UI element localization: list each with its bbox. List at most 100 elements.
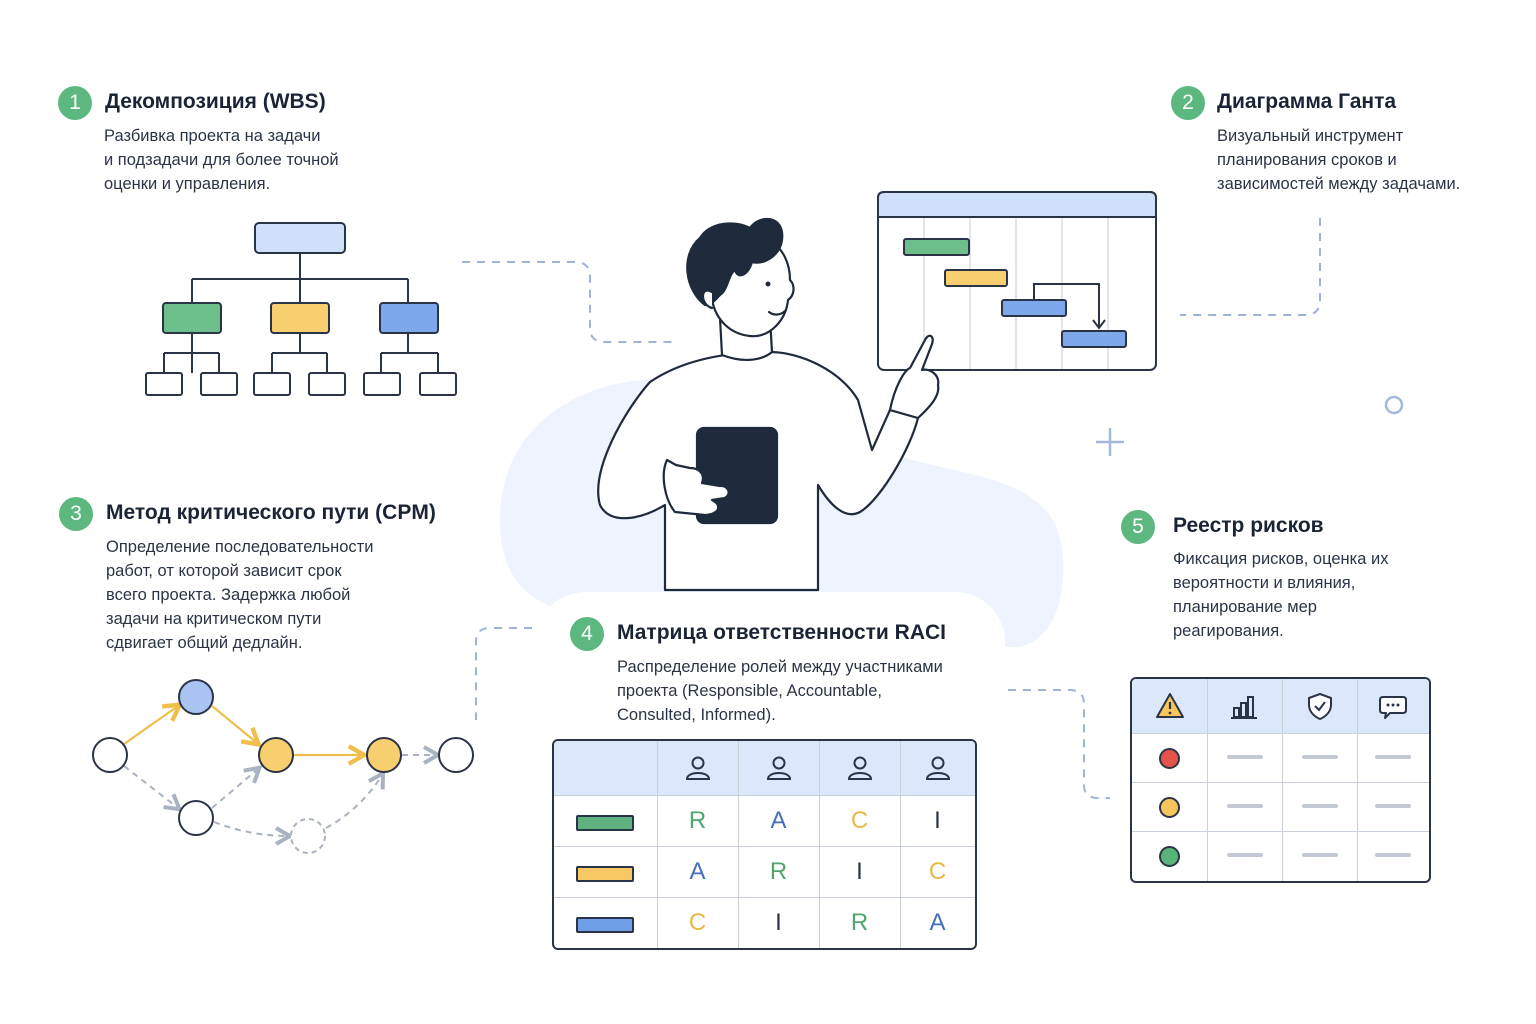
cpm-node (92, 737, 128, 773)
wbs-desc-line: и подзадачи для более точной (104, 151, 339, 169)
risks-number-badge: 5 (1121, 510, 1155, 544)
shield-check-icon (1307, 693, 1332, 720)
cpm-node (178, 800, 214, 836)
risk-column-divider (1357, 679, 1358, 881)
cpm-node-dashed (290, 818, 326, 854)
raci-row-divider (554, 897, 975, 898)
risk-placeholder-dash (1375, 803, 1411, 808)
decor-plus (1096, 428, 1124, 456)
user-icon (925, 756, 950, 780)
cpm-desc-line: Определение последовательности (106, 538, 374, 556)
raci-role-letter: C (928, 858, 947, 885)
raci-title: Матрица ответственности RACI (617, 621, 946, 644)
cpm-desc-line: работ, от которой зависит срок (106, 562, 342, 580)
risks-desc-line: планирование мер (1173, 598, 1317, 616)
risks-description: Фиксация рисков, оценка их вероятности и… (1173, 547, 1388, 643)
risk-row-divider (1132, 831, 1429, 832)
gantt-number-badge: 2 (1171, 86, 1205, 120)
gantt-desc-line: зависимостей между задачами. (1217, 175, 1461, 193)
bar-chart-icon (1230, 696, 1257, 719)
raci-column-divider (738, 741, 739, 948)
raci-role-letter: C (850, 807, 869, 834)
gantt-bar-green (903, 238, 970, 256)
gantt-title: Диаграмма Ганта (1217, 90, 1397, 113)
cpm-node (258, 737, 294, 773)
raci-role-letter: R (769, 858, 788, 885)
wbs-desc-line: Разбивка проекта на задачи (104, 127, 321, 145)
cpm-title: Метод критического пути (CPM) (106, 501, 436, 524)
wbs-node-blue (379, 302, 439, 334)
gantt-bar-blue (1061, 330, 1127, 348)
wbs-leaf-node (253, 372, 291, 396)
risk-row-divider (1132, 782, 1429, 783)
raci-column-divider (819, 741, 820, 948)
wbs-title: Декомпозиция (WBS) (105, 90, 326, 113)
risk-register-table (1130, 677, 1431, 883)
raci-column-divider (657, 741, 658, 948)
raci-task-bar (576, 815, 634, 831)
risk-status-dot (1159, 747, 1180, 769)
raci-role-letter: R (850, 909, 869, 936)
warning-icon (1155, 693, 1184, 718)
raci-role-letter: R (688, 807, 707, 834)
raci-role-letter: A (929, 909, 946, 936)
wbs-root-node (254, 222, 346, 254)
risks-desc-line: вероятности и влияния, (1173, 574, 1356, 592)
raci-task-bar (576, 917, 634, 933)
risks-title: Реестр рисков (1173, 514, 1324, 537)
wbs-leaf-node (363, 372, 401, 396)
risk-placeholder-dash (1226, 754, 1263, 759)
risk-placeholder-dash (1375, 853, 1411, 857)
risk-column-divider (1207, 679, 1208, 881)
risk-placeholder-dash (1301, 853, 1338, 857)
risk-status-dot (1159, 796, 1180, 818)
risk-column-divider (1282, 679, 1283, 881)
wbs-desc-line: оценки и управления. (104, 175, 271, 193)
gantt-desc-line: Визуальный инструмент (1217, 127, 1404, 145)
gantt-description: Визуальный инструмент планирования сроко… (1217, 124, 1460, 196)
decor-circle (1384, 395, 1404, 415)
risks-desc-line: реагирования. (1173, 622, 1284, 640)
user-icon (766, 756, 791, 780)
wbs-leaf-node (308, 372, 346, 396)
risk-placeholder-dash (1226, 853, 1263, 857)
raci-desc-line: Consulted, Informed). (617, 706, 776, 724)
risk-placeholder-dash (1301, 803, 1338, 808)
wbs-node-green (162, 302, 222, 334)
risk-placeholder-dash (1375, 754, 1411, 759)
cpm-description: Определение последовательности работ, от… (106, 535, 373, 655)
gantt-dependency-arrow (1033, 283, 1100, 326)
risks-desc-line: Фиксация рисков, оценка их (1173, 550, 1389, 568)
raci-desc-line: проекта (Responsible, Accountable, (617, 682, 882, 700)
chat-bubble-icon (1379, 696, 1407, 719)
risk-placeholder-dash (1226, 803, 1263, 808)
gantt-desc-line: планирования сроков и (1217, 151, 1397, 169)
raci-row-divider (554, 846, 975, 847)
raci-role-letter: I (934, 807, 941, 834)
raci-column-divider (900, 741, 901, 948)
raci-role-letter: A (689, 858, 706, 885)
user-icon (685, 756, 710, 780)
cpm-node (438, 737, 474, 773)
cpm-node (178, 679, 214, 715)
raci-task-bar (576, 866, 634, 882)
raci-role-letter: I (856, 858, 863, 885)
wbs-number-badge: 1 (58, 86, 92, 120)
cpm-desc-line: сдвигает общий дедлайн. (106, 634, 303, 652)
raci-role-letter: C (688, 909, 707, 936)
wbs-leaf-node (419, 372, 457, 396)
raci-description: Распределение ролей между участниками пр… (617, 655, 943, 727)
wbs-node-yellow (270, 302, 330, 334)
user-icon (847, 756, 872, 780)
cpm-desc-line: всего проекта. Задержка любой (106, 586, 351, 604)
cpm-number-badge: 3 (59, 497, 93, 531)
gantt-bar-yellow (944, 269, 1008, 287)
risk-status-dot (1159, 846, 1180, 867)
raci-header-row (554, 741, 975, 796)
risk-placeholder-dash (1301, 754, 1338, 759)
cpm-node (366, 737, 402, 773)
